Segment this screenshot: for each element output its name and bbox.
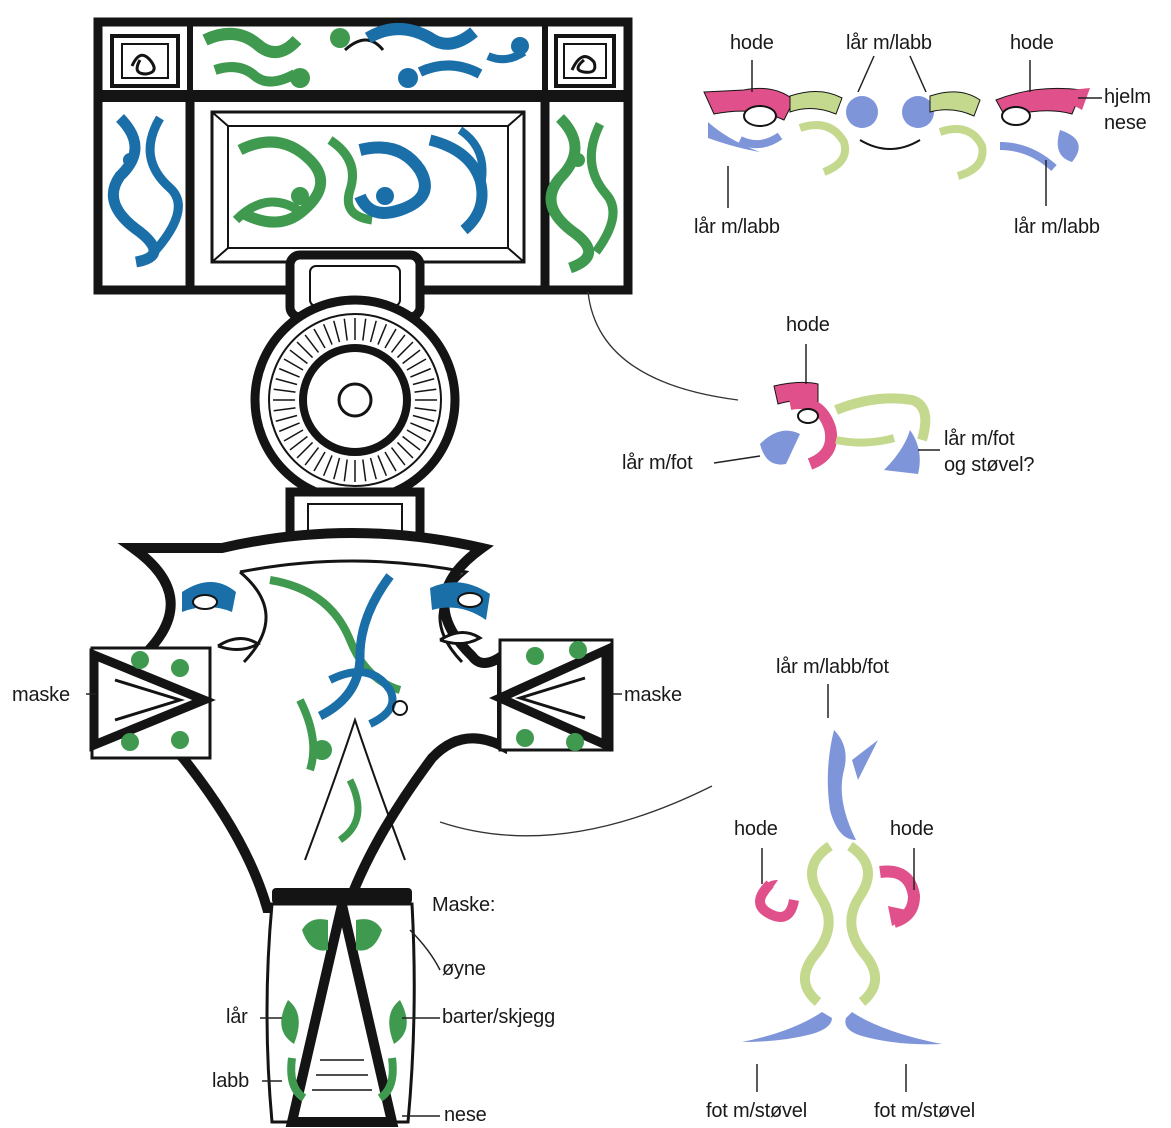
brooch-head-plate [98, 22, 628, 290]
detail-top-strip [704, 88, 1090, 176]
label-mask-heading: Maske: [432, 894, 495, 916]
label-paw: labb [212, 1070, 249, 1092]
label-top-thigh-paw-left: lår m/labb [694, 216, 780, 238]
label-bottom-foot-boot-right: fot m/støvel [874, 1100, 975, 1122]
brooch-connector [255, 255, 455, 562]
label-top-thigh-paw-right: lår m/labb [1014, 216, 1100, 238]
label-bottom-thigh-paw-foot: lår m/labb/fot [776, 656, 889, 678]
label-thigh: lår [226, 1006, 248, 1028]
label-middle-thigh-foot-boot-2: og støvel? [944, 454, 1034, 476]
label-bottom-head-right: hode [890, 818, 934, 840]
connector-line-head [588, 292, 738, 400]
label-top-thigh-paw: lår m/labb [846, 32, 932, 54]
label-eyes: øyne [442, 958, 486, 980]
label-top-helmet: hjelm [1104, 86, 1151, 108]
label-middle-head: hode [786, 314, 830, 336]
label-top-head-right: hode [1010, 32, 1054, 54]
label-moustache-beard: barter/skjegg [442, 1006, 555, 1028]
label-mask-right: maske [624, 684, 682, 706]
label-top-nose: nese [1104, 112, 1147, 134]
label-bottom-head-left: hode [734, 818, 778, 840]
label-mask-left: maske [12, 684, 70, 706]
label-top-head-left: hode [730, 32, 774, 54]
label-nose-brooch: nese [444, 1104, 487, 1126]
label-bottom-foot-boot-left: fot m/støvel [706, 1100, 807, 1122]
connector-line-foot [440, 786, 712, 836]
brooch-foot-plate [92, 533, 612, 1122]
label-middle-thigh-foot-boot-1: lår m/fot [944, 428, 1014, 450]
label-middle-thigh-foot: lår m/fot [622, 452, 692, 474]
detail-middle-animal [760, 382, 925, 474]
detail-bottom-animal [742, 730, 942, 1044]
